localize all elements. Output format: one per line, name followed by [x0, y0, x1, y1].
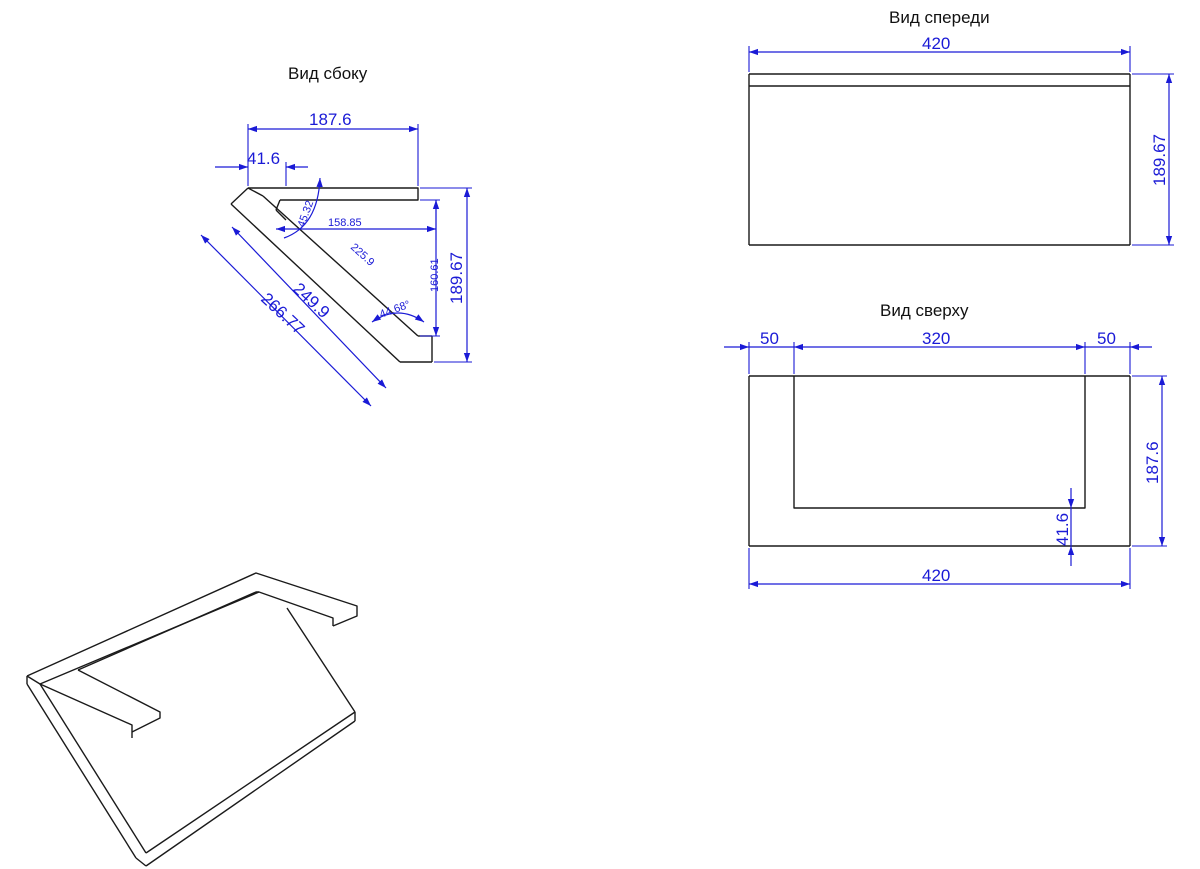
isometric-view: [26, 572, 358, 867]
top-dim-depth: 187.6: [1132, 375, 1167, 547]
side-dim-inner-height: 160.61: [420, 199, 441, 337]
side-dim-outer-height-label: 189.67: [447, 252, 466, 304]
top-dim-width-label: 420: [922, 566, 950, 585]
front-view-title: Вид спереди: [889, 8, 990, 27]
side-profile-inner-lip-2: [275, 209, 287, 221]
front-dim-width-label: 420: [922, 34, 950, 53]
top-dim-depth-label: 187.6: [1143, 441, 1162, 484]
iso-panel-corner: [135, 857, 147, 867]
iso-top-outer: [26, 572, 358, 677]
top-dim-lip: 41.6: [1053, 488, 1075, 566]
top-view-title: Вид сверху: [880, 301, 969, 320]
side-profile-top-shelf: [248, 187, 419, 201]
iso-panel-left-inner: [39, 683, 147, 854]
iso-left-arm-bottom: [39, 683, 133, 738]
front-dim-width: 420: [748, 34, 1131, 72]
side-dim-inner-height-label: 160.61: [429, 258, 441, 292]
side-dim-angle-bottom-label: 44.68°: [378, 299, 412, 321]
top-view: Вид сверху 50 320 50 187.6: [724, 301, 1167, 589]
side-dim-lip: 41.6: [215, 149, 308, 186]
side-profile-outer-slope: [230, 203, 401, 363]
top-view-outline: [748, 375, 1131, 547]
side-dim-outer-height: 189.67: [420, 187, 472, 363]
side-profile-inner-lip: [275, 199, 281, 211]
side-dim-angle-top-label: 45.32: [296, 199, 317, 229]
iso-inner-back: [77, 591, 259, 671]
top-dim-middle-label: 320: [922, 329, 950, 348]
front-view: Вид спереди 420 189.67: [748, 8, 1174, 246]
side-profile-corner-link: [247, 187, 264, 197]
side-dim-lip-label: 41.6: [247, 149, 280, 168]
iso-panel-left-outer: [26, 683, 137, 859]
side-dim-inner-slope-label: 225.9: [348, 241, 376, 268]
iso-panel-bottom-top: [145, 711, 356, 854]
side-view-title: Вид сбоку: [288, 64, 368, 83]
top-dim-row: 50 320 50: [724, 329, 1152, 374]
side-view: Вид сбоку 187.6 41.6: [200, 64, 472, 407]
front-dim-height: 189.67: [1132, 73, 1174, 246]
top-view-cutout: [793, 376, 1086, 509]
top-dim-right-label: 50: [1097, 329, 1116, 348]
side-dim-top-width-label: 187.6: [309, 110, 352, 129]
iso-panel-right-edge: [286, 607, 356, 713]
side-dim-inner-width-label: 158.85: [328, 217, 362, 229]
top-dim-left-label: 50: [760, 329, 779, 348]
front-dim-height-label: 189.67: [1150, 134, 1169, 186]
iso-panel-bottom-front: [145, 720, 356, 867]
side-dim-inner-slope: 225.9: [348, 241, 376, 268]
top-dim-lip-label: 41.6: [1053, 513, 1072, 546]
side-view-profile: [230, 187, 433, 363]
iso-inner-left: [77, 669, 161, 733]
front-view-outline: [748, 73, 1131, 246]
iso-top-outer-lower: [26, 591, 334, 685]
side-dim-top-width: 187.6: [247, 110, 419, 186]
side-profile-outer-edge-top: [230, 187, 249, 205]
top-dim-width: 420: [748, 548, 1131, 589]
side-dim-slope-outer: 266.77: [200, 234, 372, 407]
